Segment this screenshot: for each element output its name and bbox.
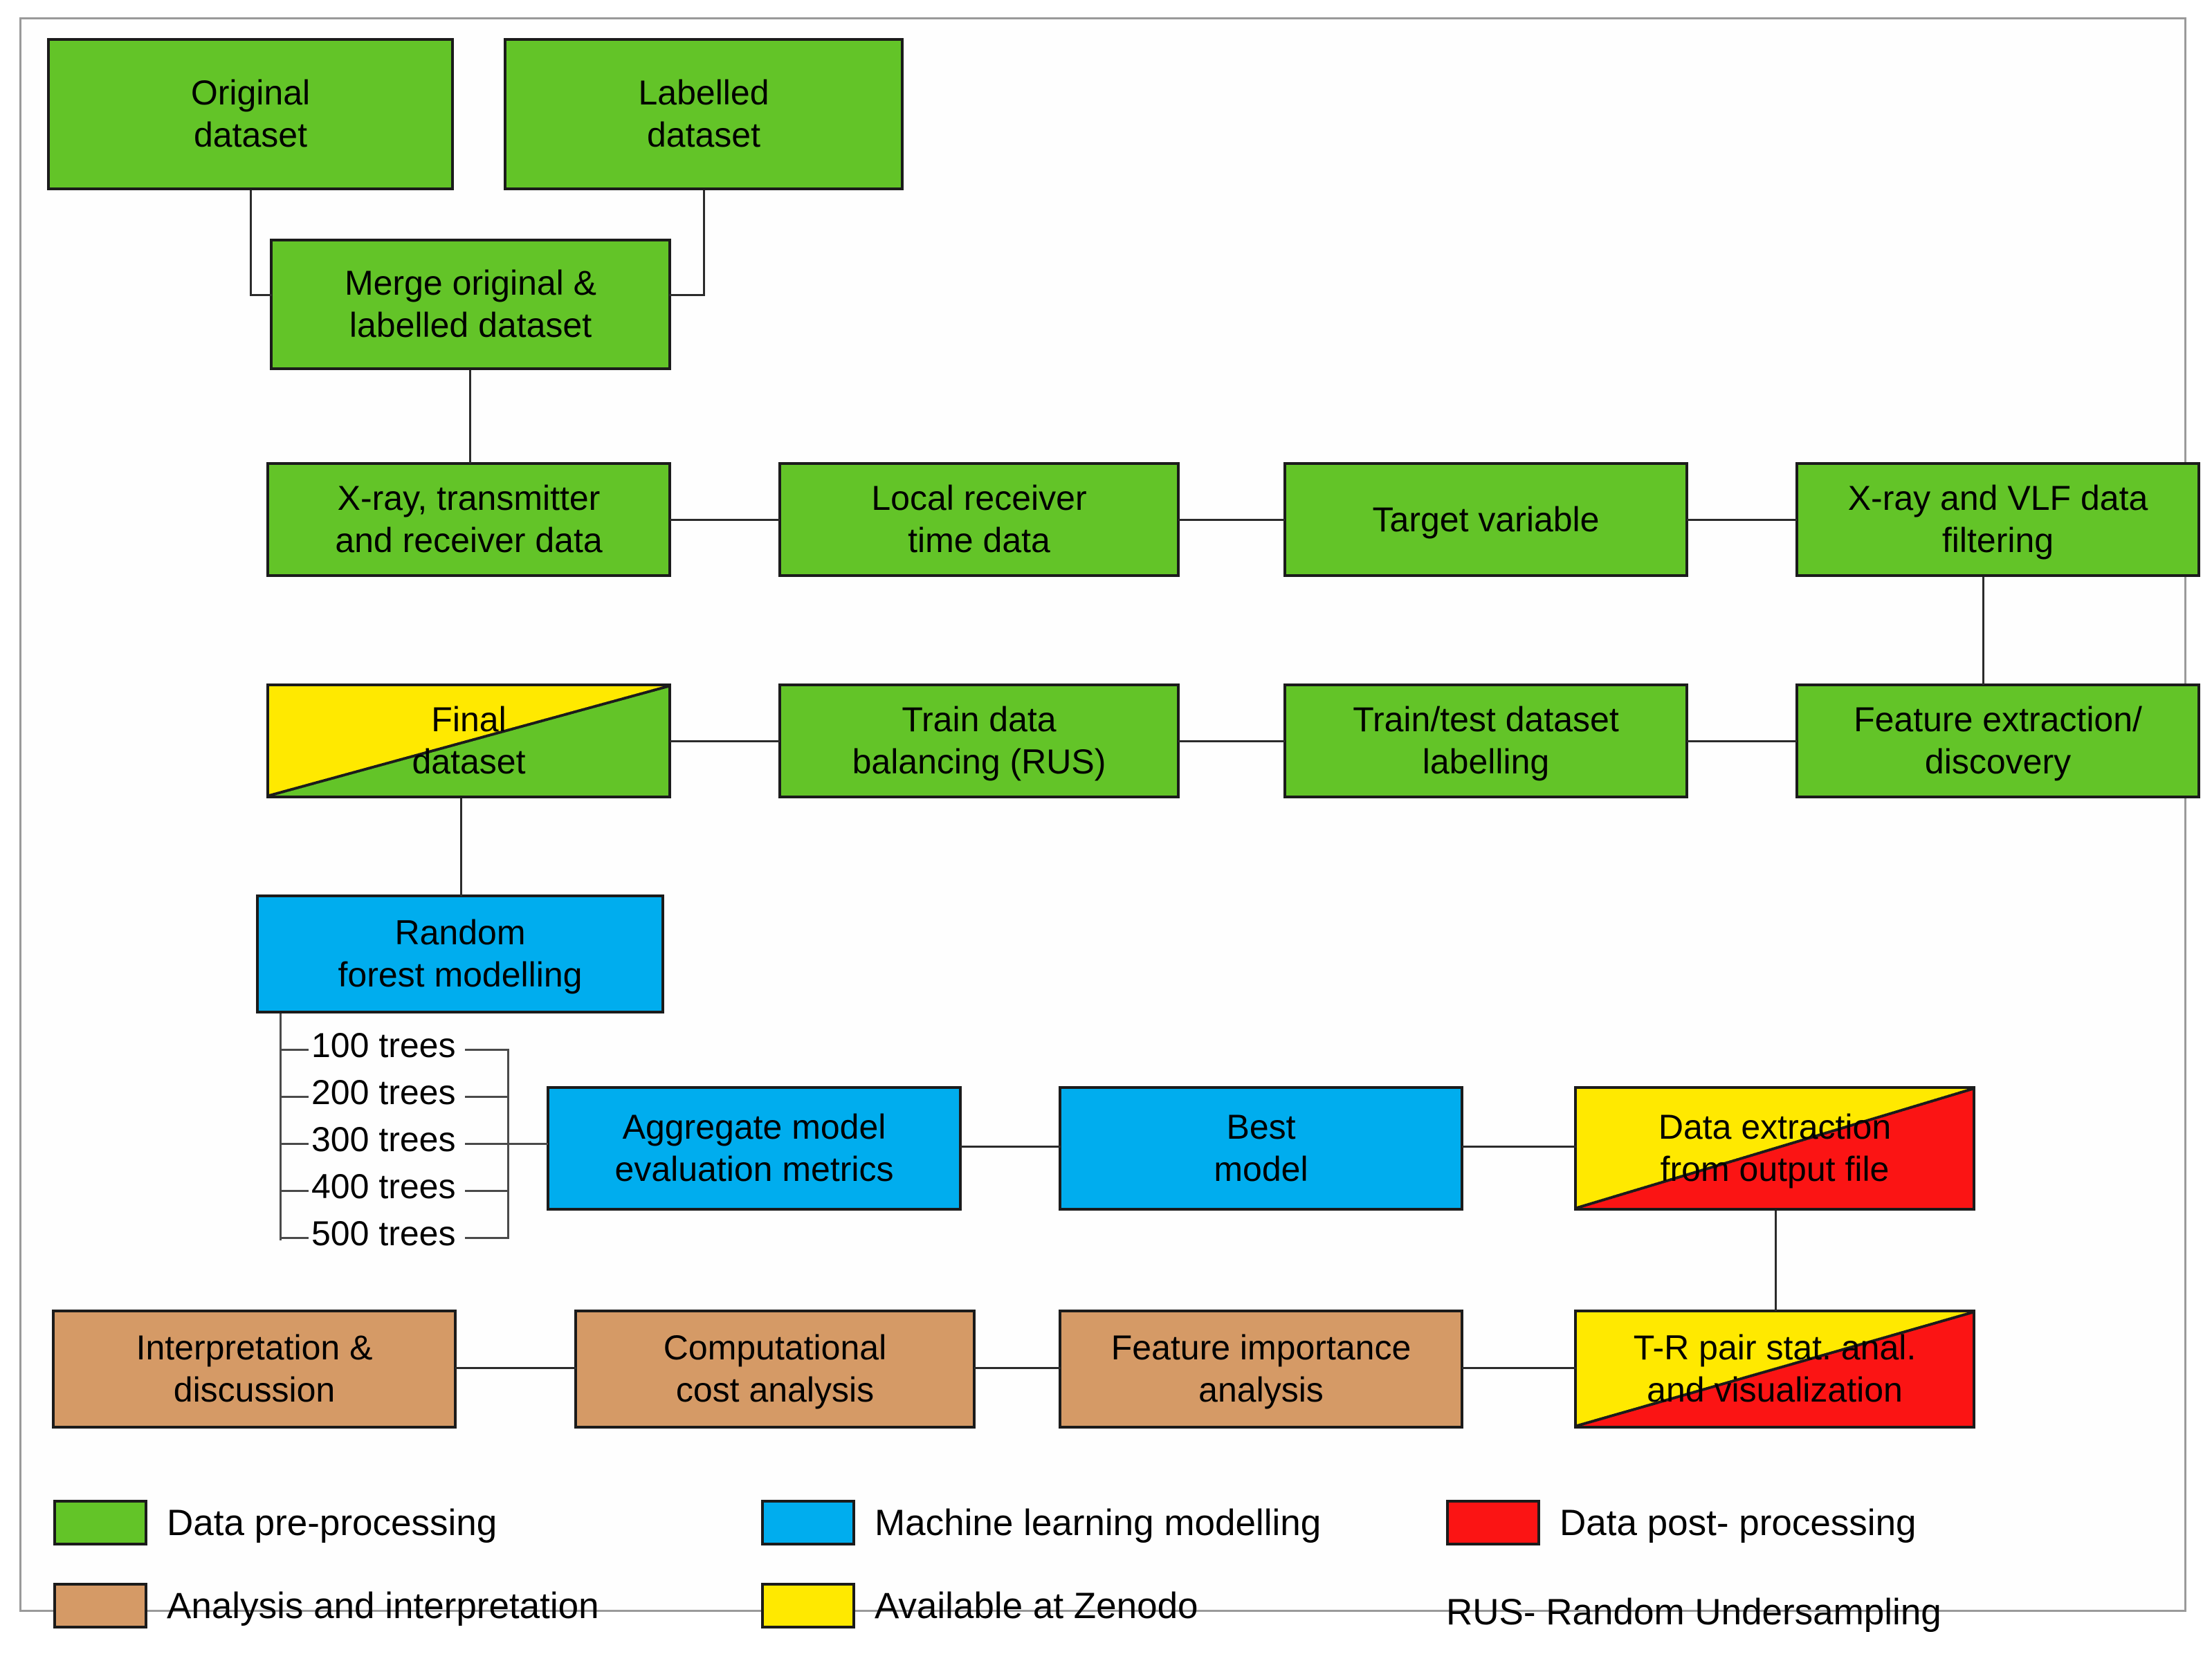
node-label: Train/test dataset labelling <box>1353 700 1619 781</box>
connector-original-to-merge-horizontal <box>250 294 272 296</box>
node-local-receiver-time-data[interactable]: Local receiver time data <box>778 462 1180 577</box>
node-original-dataset[interactable]: Original dataset <box>47 38 454 190</box>
node-label: Target variable <box>1372 499 1600 539</box>
node-label: X-ray, transmitter and receiver data <box>335 479 603 560</box>
node-aggregate-model-evaluation-metrics[interactable]: Aggregate model evaluation metrics <box>547 1086 962 1211</box>
node-label: Random forest modelling <box>338 913 583 994</box>
tree-join-400 <box>465 1190 509 1192</box>
connector-local-receiver-to-target <box>1178 519 1285 521</box>
tree-stub-500 <box>280 1237 309 1239</box>
connector-merge-to-xray-data <box>469 370 471 464</box>
connector-final-dataset-to-random-forest <box>460 798 462 897</box>
connector-tr-pair-to-feature-importance <box>1462 1367 1576 1369</box>
legend-item-analysis-and-interpretation: Analysis and interpretation <box>53 1583 599 1628</box>
node-random-forest-modelling[interactable]: Random forest modelling <box>256 894 664 1013</box>
zenodo-accent-triangle <box>269 686 668 796</box>
legend-label: Machine learning modelling <box>875 1502 1322 1543</box>
connector-labelling-to-balancing <box>1178 740 1285 742</box>
node-computational-cost-analysis[interactable]: Computational cost analysis <box>574 1310 976 1429</box>
tree-bracket-left-spine <box>280 1013 282 1240</box>
tree-join-300 <box>465 1143 548 1145</box>
legend-item-machine-learning-modelling: Machine learning modelling <box>761 1500 1321 1545</box>
node-label: X-ray and VLF data filtering <box>1847 479 2148 560</box>
tree-option-300[interactable]: 300 trees <box>311 1120 456 1159</box>
connector-target-to-filtering <box>1687 519 1797 521</box>
node-train-data-balancing[interactable]: Train data balancing (RUS) <box>778 683 1180 798</box>
node-label: Labelled dataset <box>638 73 769 154</box>
node-interpretation-discussion[interactable]: Interpretation & discussion <box>52 1310 457 1429</box>
tree-option-500[interactable]: 500 trees <box>311 1214 456 1253</box>
legend-label: Analysis and interpretation <box>167 1585 599 1626</box>
node-train-test-labelling[interactable]: Train/test dataset labelling <box>1283 683 1688 798</box>
zenodo-accent-triangle <box>1577 1312 1973 1426</box>
node-label: Feature importance analysis <box>1110 1328 1411 1409</box>
connector-data-extraction-to-tr-pair <box>1775 1211 1777 1311</box>
node-label: Best model <box>1214 1108 1308 1189</box>
tree-stub-200 <box>280 1096 309 1098</box>
node-data-extraction-from-output-file[interactable]: Data extraction from output file <box>1574 1086 1975 1211</box>
node-best-model[interactable]: Best model <box>1059 1086 1463 1211</box>
legend-note-rus-abbreviation: RUS- Random Undersampling <box>1446 1592 1941 1633</box>
legend-swatch-data-post-processing <box>1446 1500 1540 1545</box>
node-label: Feature extraction/ discovery <box>1854 700 2142 781</box>
node-feature-extraction[interactable]: Feature extraction/ discovery <box>1795 683 2200 798</box>
node-label: T-R pair stat. anal. and visualization <box>1633 1328 1917 1409</box>
node-final-dataset[interactable]: Final dataset <box>266 683 671 798</box>
legend-label: Data pre-processing <box>167 1502 497 1543</box>
connector-feature-extraction-to-labelling <box>1687 740 1797 742</box>
tree-option-100[interactable]: 100 trees <box>311 1026 456 1065</box>
connector-labelled-to-merge-vertical <box>703 190 705 295</box>
node-target-variable[interactable]: Target variable <box>1283 462 1688 577</box>
legend-item-data-post-processing: Data post- processing <box>1446 1500 1917 1545</box>
legend: Data pre-processing Machine learning mode… <box>0 1467 2186 1646</box>
node-label: Original dataset <box>190 73 311 154</box>
legend-swatch-machine-learning-modelling <box>761 1500 855 1545</box>
node-label: Merge original & labelled dataset <box>344 264 597 345</box>
connector-cost-analysis-to-interpretation <box>455 1367 576 1369</box>
connector-balancing-to-final-dataset <box>670 740 780 742</box>
tree-stub-400 <box>280 1190 309 1192</box>
tree-stub-100 <box>280 1049 309 1051</box>
legend-swatch-analysis-and-interpretation <box>53 1583 147 1628</box>
node-tr-pair-stat-analysis[interactable]: T-R pair stat. anal. and visualization <box>1574 1310 1975 1429</box>
node-xray-transmitter-receiver-data[interactable]: X-ray, transmitter and receiver data <box>266 462 671 577</box>
connector-filtering-to-feature-extraction <box>1982 577 1984 685</box>
node-label: Final dataset <box>412 700 526 781</box>
legend-item-data-pre-processing: Data pre-processing <box>53 1500 497 1545</box>
tree-join-200 <box>465 1096 509 1098</box>
legend-label: Data post- processing <box>1560 1502 1917 1543</box>
connector-original-to-merge-vertical <box>250 190 252 295</box>
tree-bracket-right-spine <box>507 1049 509 1239</box>
node-label: Aggregate model evaluation metrics <box>614 1108 894 1189</box>
tree-option-200[interactable]: 200 trees <box>311 1073 456 1112</box>
connector-xray-to-local-receiver <box>670 519 780 521</box>
legend-label: Available at Zenodo <box>875 1585 1198 1626</box>
tree-option-400[interactable]: 400 trees <box>311 1167 456 1206</box>
node-xray-vlf-data-filtering[interactable]: X-ray and VLF data filtering <box>1795 462 2200 577</box>
tree-stub-300 <box>280 1143 309 1145</box>
node-label: Train data balancing (RUS) <box>852 700 1106 781</box>
node-label: Interpretation & discussion <box>136 1328 373 1409</box>
node-label: Computational cost analysis <box>663 1328 887 1409</box>
node-labelled-dataset[interactable]: Labelled dataset <box>504 38 904 190</box>
node-label: Local receiver time data <box>871 479 1087 560</box>
node-label: Data extraction from output file <box>1658 1108 1892 1189</box>
connector-feature-importance-to-cost-analysis <box>974 1367 1061 1369</box>
connector-aggregate-to-best-model <box>960 1146 1061 1148</box>
zenodo-accent-triangle <box>1577 1089 1973 1208</box>
connector-best-model-to-data-extraction <box>1462 1146 1576 1148</box>
tree-join-100 <box>465 1049 509 1051</box>
legend-item-available-at-zenodo: Available at Zenodo <box>761 1583 1198 1628</box>
connector-labelled-to-merge-horizontal <box>669 294 705 296</box>
node-feature-importance-analysis[interactable]: Feature importance analysis <box>1059 1310 1463 1429</box>
legend-swatch-available-at-zenodo <box>761 1583 855 1628</box>
tree-join-500 <box>465 1237 509 1239</box>
legend-swatch-data-pre-processing <box>53 1500 147 1545</box>
node-merge-datasets[interactable]: Merge original & labelled dataset <box>270 239 671 370</box>
